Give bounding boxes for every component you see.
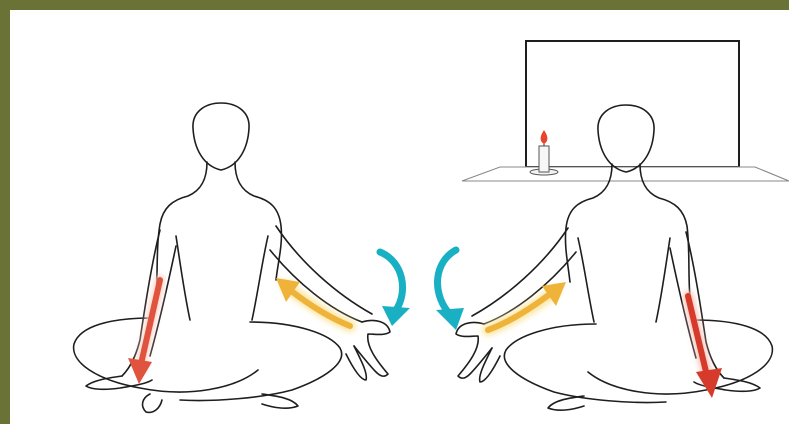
shelf (462, 167, 789, 181)
left-upper-arm-arrow (276, 278, 350, 326)
right-curved-arrow (436, 250, 464, 330)
right-upper-arm-arrow (488, 282, 566, 330)
left-curved-arrow (380, 252, 410, 326)
left-meditator (74, 103, 390, 412)
mirror-frame (526, 41, 739, 167)
left-forearm-arrow (128, 280, 160, 384)
